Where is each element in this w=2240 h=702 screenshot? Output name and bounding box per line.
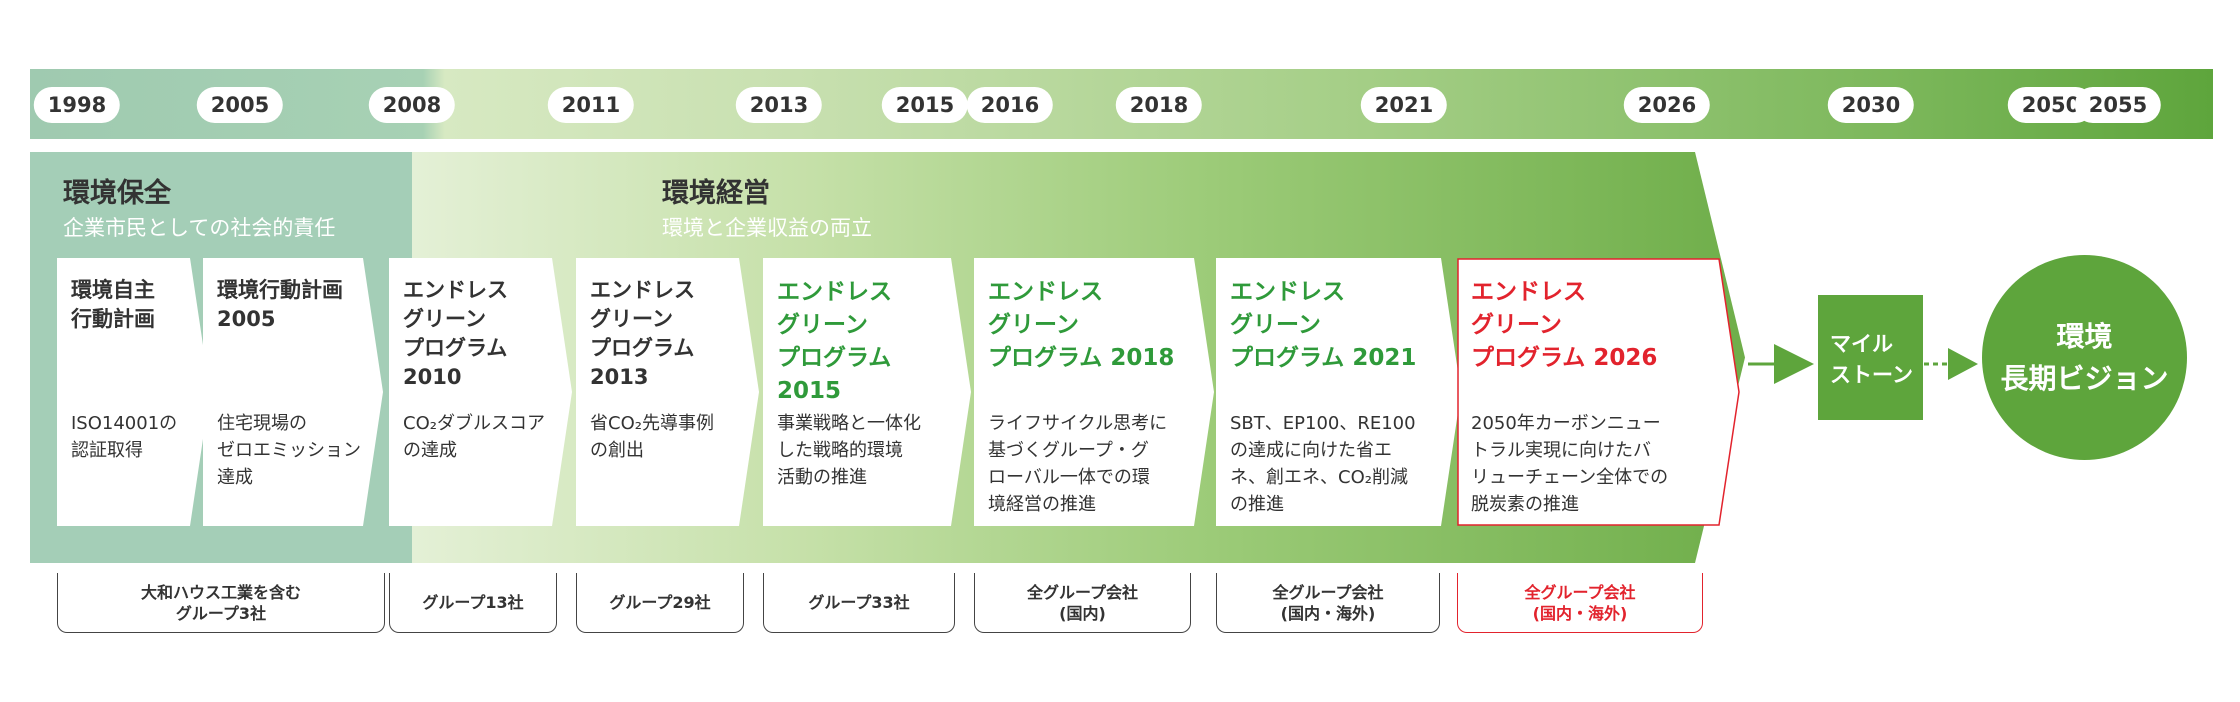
group-scope-box-current: 全グループ会社 (国内・海外) xyxy=(1457,573,1703,633)
program-description: 事業戦略と一体化 した戦略的環境 活動の推進 xyxy=(777,413,921,488)
program-card: エンドレス グリーン プログラム 2018 ライフサイクル思考に 基づくグループ… xyxy=(974,258,1214,526)
milestone-box: マイル ストーン xyxy=(1818,295,1923,420)
program-title: エンドレス グリーン プログラム 2026 xyxy=(1471,279,1658,371)
program-card: エンドレス グリーン プログラム 2010 CO₂ダブルスコア の達成 xyxy=(389,258,572,526)
year-label: 2055 xyxy=(2074,87,2162,123)
program-card: 環境自主 行動計画 ISO14001の 認証取得 xyxy=(57,258,210,526)
program-card: エンドレス グリーン プログラム 2015 事業戦略と一体化 した戦略的環境 活… xyxy=(763,258,971,526)
phase-title-management: 環境経営 xyxy=(662,178,770,209)
program-title: エンドレス グリーン プログラム 2013 xyxy=(590,278,695,389)
arrow-head-to-vision xyxy=(1948,348,1978,380)
program-description: 住宅現場の ゼロエミッション 達成 xyxy=(217,413,361,488)
program-title: エンドレス グリーン プログラム 2015 xyxy=(777,279,892,404)
program-description: 省CO₂先導事例 の創出 xyxy=(590,413,714,461)
phase-subtitle-management: 環境と企業収益の両立 xyxy=(662,216,872,240)
program-card-current: エンドレス グリーン プログラム 2026 2050年カーボンニュー トラル実現… xyxy=(1457,258,1740,526)
phase-title-conservation: 環境保全 xyxy=(63,178,171,209)
year-label: 2021 xyxy=(1360,87,1448,123)
program-description: 2050年カーボンニュー トラル実現に向けたバ リューチェーン全体での 脱炭素の… xyxy=(1471,413,1669,515)
year-label: 2030 xyxy=(1827,87,1915,123)
year-label: 2015 xyxy=(881,87,969,123)
year-label: 2011 xyxy=(547,87,635,123)
group-scope-box: グループ33社 xyxy=(763,573,955,633)
program-description: SBT、EP100、RE100 の達成に向けた省エ ネ、創エネ、CO₂削減 の推… xyxy=(1230,413,1416,515)
long-term-vision-circle: 環境 長期ビジョン xyxy=(1982,255,2187,460)
card-outline xyxy=(1457,258,1740,526)
program-title: 環境自主 行動計画 xyxy=(71,278,155,331)
year-label: 2026 xyxy=(1623,87,1711,123)
program-description: ライフサイクル思考に 基づくグループ・グ ローバル一体での環 境経営の推進 xyxy=(988,413,1168,515)
group-scope-box: 全グループ会社 (国内・海外) xyxy=(1216,573,1440,633)
group-scope-box: 全グループ会社 (国内) xyxy=(974,573,1191,633)
program-description: ISO14001の 認証取得 xyxy=(71,413,178,461)
program-card: 環境行動計画 2005 住宅現場の ゼロエミッション 達成 xyxy=(203,258,383,526)
flow-arrows xyxy=(1748,344,1978,384)
program-title: 環境行動計画 2005 xyxy=(217,278,343,331)
year-label: 2013 xyxy=(735,87,823,123)
program-card: エンドレス グリーン プログラム 2013 省CO₂先導事例 の創出 xyxy=(576,258,759,526)
group-scope-box: グループ13社 xyxy=(389,573,557,633)
year-label: 1998 xyxy=(33,87,121,123)
program-title: エンドレス グリーン プログラム 2010 xyxy=(403,278,508,389)
year-label: 2018 xyxy=(1115,87,1203,123)
phase-subtitle-conservation: 企業市民としての社会的責任 xyxy=(63,216,336,240)
program-description: CO₂ダブルスコア の達成 xyxy=(403,413,545,461)
program-title: エンドレス グリーン プログラム 2021 xyxy=(1230,279,1417,371)
group-scope-box: 大和ハウス工業を含む グループ3社 xyxy=(57,573,385,633)
year-label: 2005 xyxy=(196,87,284,123)
group-scope-box: グループ29社 xyxy=(576,573,744,633)
program-title: エンドレス グリーン プログラム 2018 xyxy=(988,279,1175,371)
year-label: 2016 xyxy=(966,87,1054,123)
year-label: 2008 xyxy=(368,87,456,123)
program-card: エンドレス グリーン プログラム 2021 SBT、EP100、RE100 の達… xyxy=(1216,258,1461,526)
arrow-head-to-milestone xyxy=(1774,344,1814,384)
